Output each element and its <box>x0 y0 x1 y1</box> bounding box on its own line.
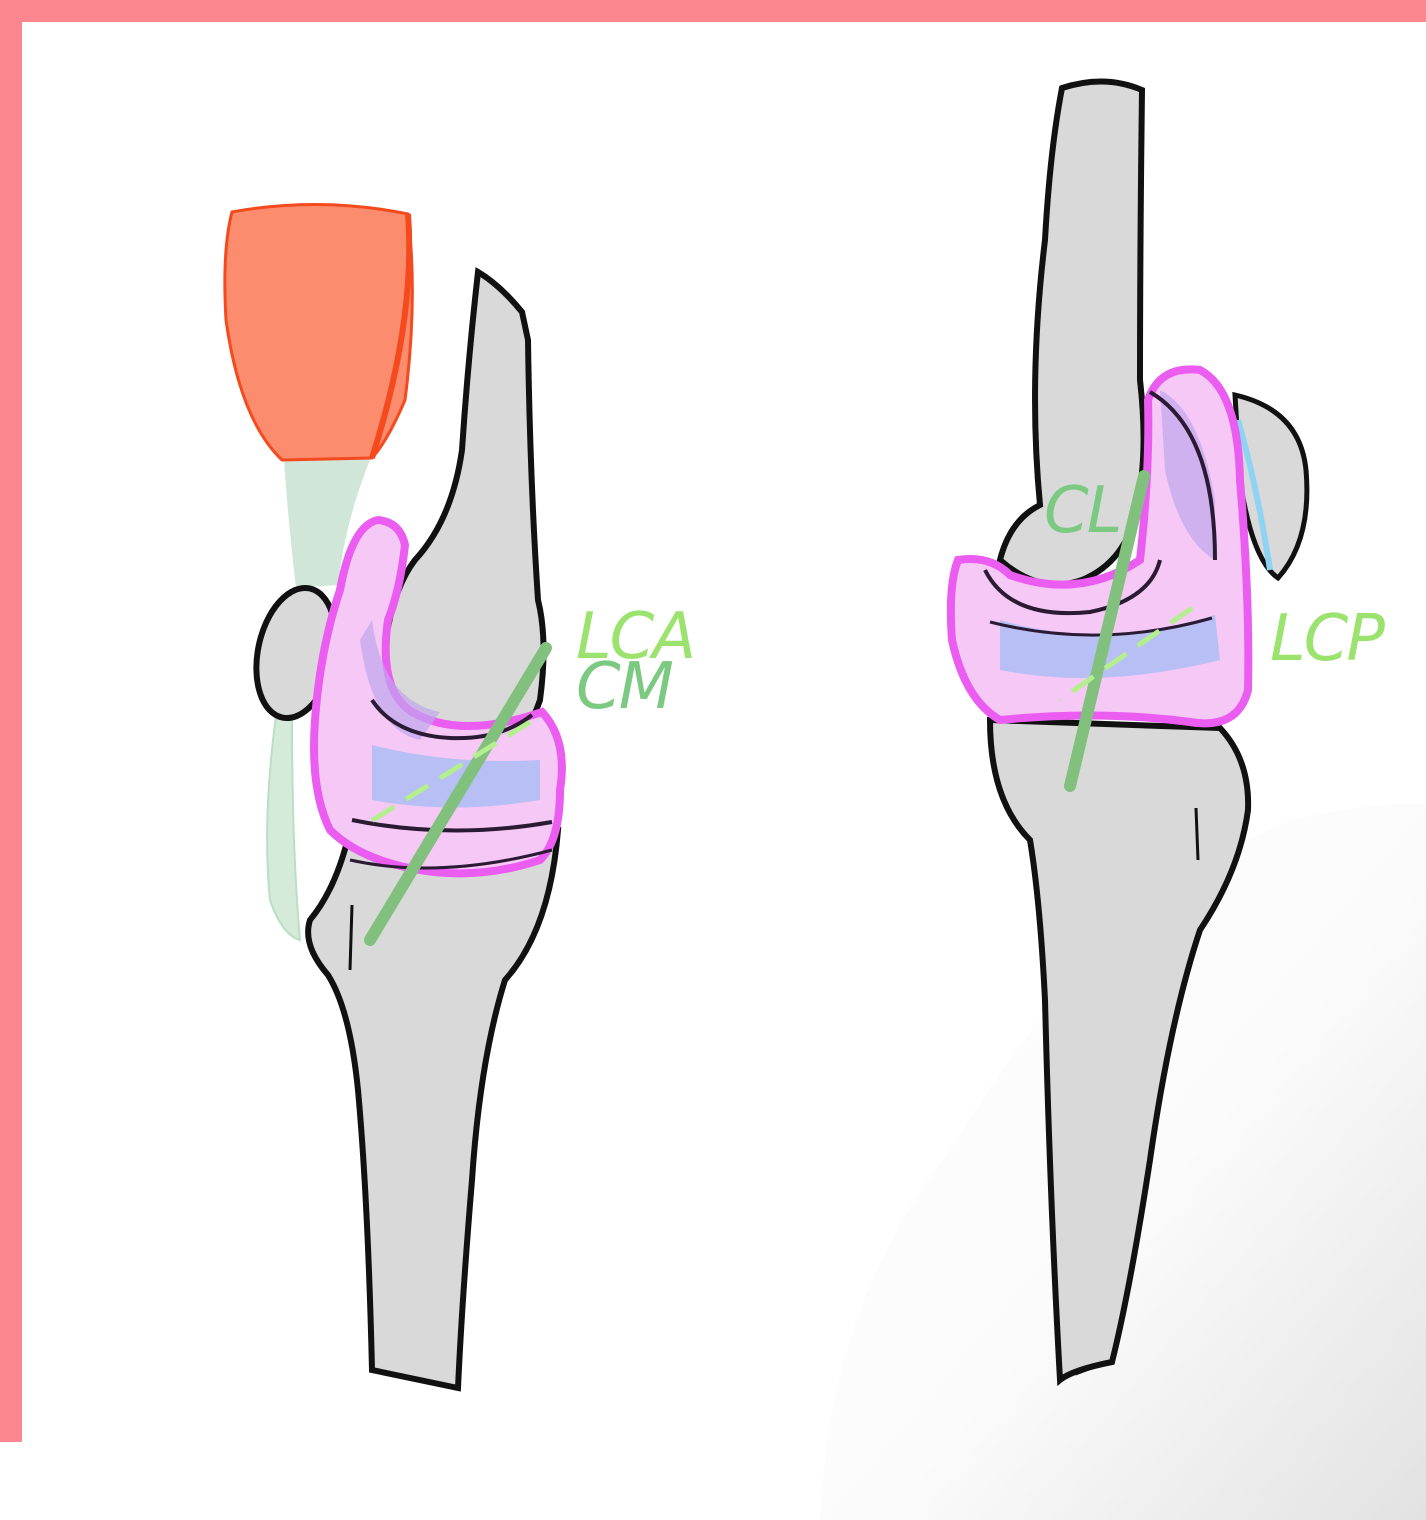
label-cl: CL <box>1044 474 1120 548</box>
label-lcp: LCP <box>1270 602 1385 676</box>
label-cm: CM <box>576 650 673 724</box>
tibia <box>308 830 558 1388</box>
patellar-ligament <box>267 716 300 940</box>
left-knee <box>225 204 562 1388</box>
